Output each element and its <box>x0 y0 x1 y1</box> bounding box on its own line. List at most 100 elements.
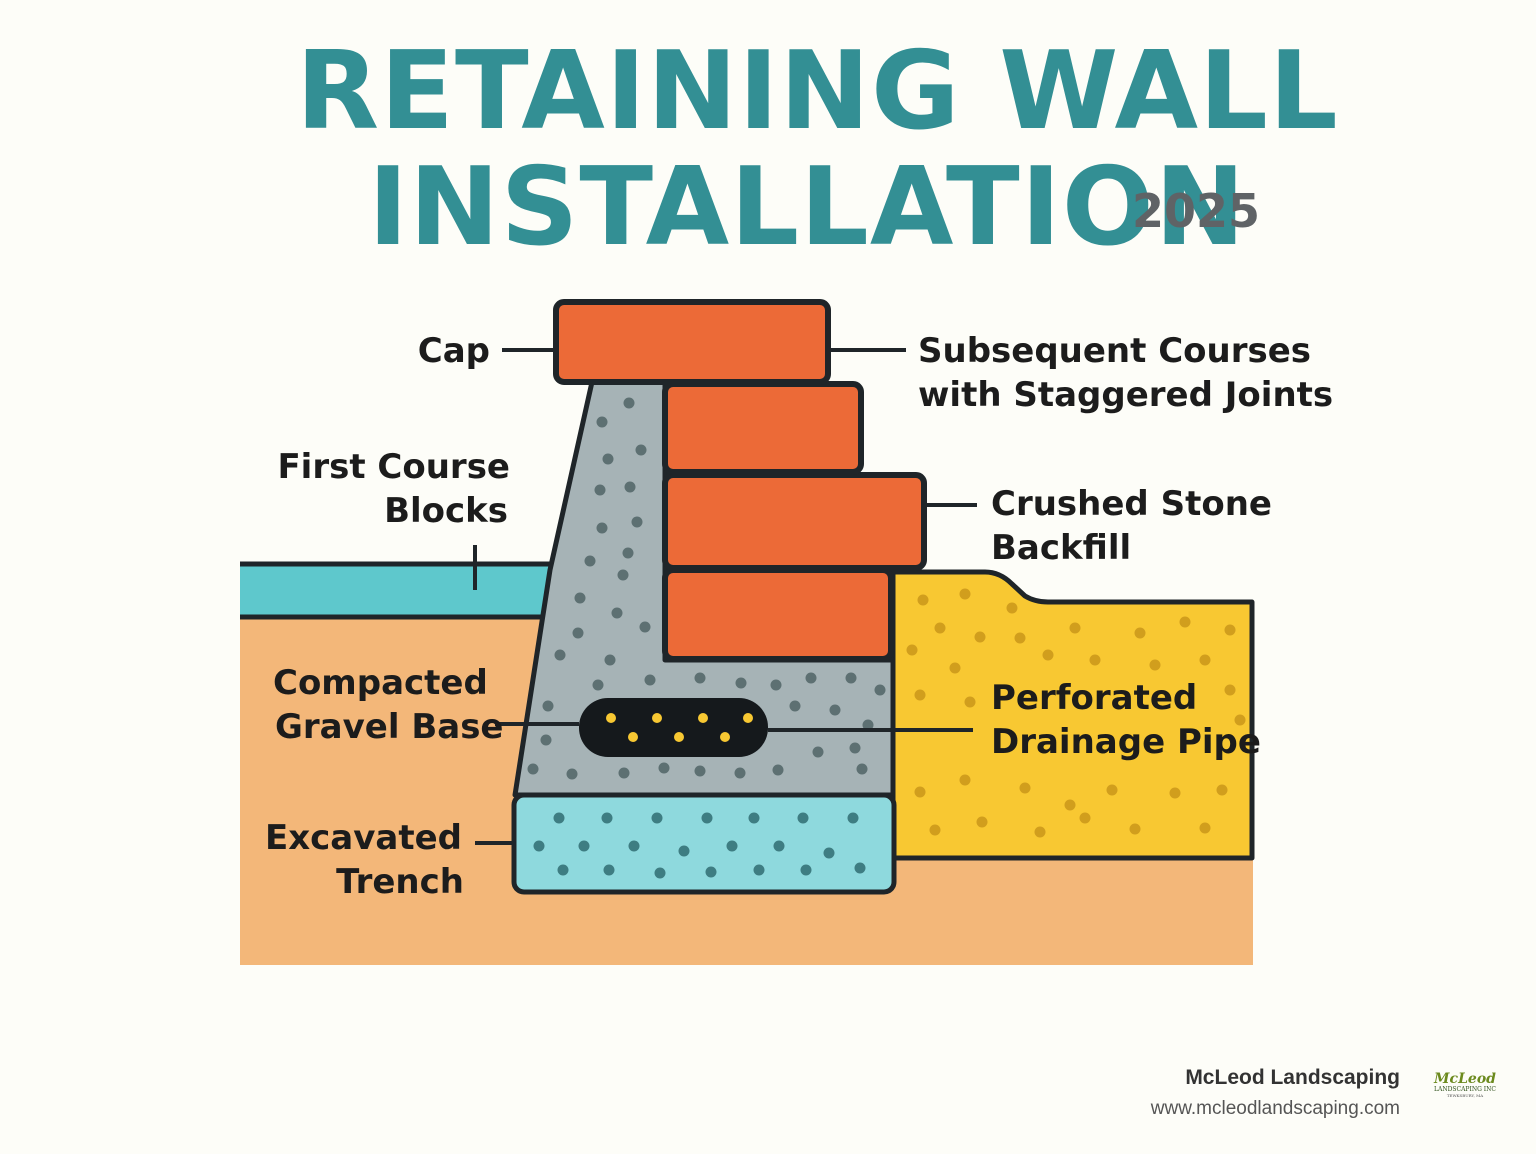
texture-dot <box>906 644 918 656</box>
label-subsequent-2: with Staggered Joints <box>918 375 1333 415</box>
texture-dot <box>1069 622 1081 634</box>
texture-dot <box>566 768 578 780</box>
company-logo: McLeod LANDSCAPING INC TEWKSBURY, MA <box>1430 1072 1500 1102</box>
block-course-3 <box>662 381 864 475</box>
texture-dot <box>1169 787 1181 799</box>
label-excavated-1: Excavated <box>265 818 462 858</box>
block-course-2 <box>662 472 927 571</box>
texture-dot <box>596 416 608 428</box>
texture-dot <box>800 864 812 876</box>
title-line-2: INSTALLATION <box>368 145 1247 270</box>
footer-url[interactable]: www.mcleodlandscaping.com <box>1150 1098 1400 1119</box>
texture-dot <box>845 672 857 684</box>
texture-dot <box>705 866 717 878</box>
label-compacted-1: Compacted <box>273 663 488 703</box>
texture-dot <box>1034 826 1046 838</box>
texture-dot <box>574 592 586 604</box>
texture-dot <box>773 840 785 852</box>
texture-dot <box>1216 784 1228 796</box>
texture-dot <box>542 700 554 712</box>
texture-dot <box>618 767 630 779</box>
gravel-dots <box>527 397 886 780</box>
texture-dot <box>596 522 608 534</box>
texture-dot <box>1014 632 1026 644</box>
trench-dots <box>533 812 866 879</box>
texture-dot <box>874 684 886 696</box>
texture-dot <box>1199 822 1211 834</box>
label-excavated-2: Trench <box>336 862 464 902</box>
texture-dot <box>624 481 636 493</box>
texture-dot <box>611 607 623 619</box>
texture-dot <box>974 631 986 643</box>
texture-dot <box>617 569 629 581</box>
texture-dot <box>527 763 539 775</box>
texture-dot <box>584 555 596 567</box>
title-line-1: RETAINING WALL <box>296 29 1339 154</box>
texture-dot <box>797 812 809 824</box>
texture-dot <box>1079 812 1091 824</box>
texture-dot <box>678 845 690 857</box>
texture-dot <box>862 719 874 731</box>
texture-dot <box>533 840 545 852</box>
texture-dot <box>644 674 656 686</box>
logo-tagline: TEWKSBURY, MA <box>1446 1093 1484 1098</box>
texture-dot <box>701 812 713 824</box>
label-crushed-stone-2: Backfill <box>991 528 1131 568</box>
texture-dot <box>847 812 859 824</box>
texture-dot <box>540 734 552 746</box>
texture-dot <box>772 764 784 776</box>
label-cap: Cap <box>418 331 490 371</box>
texture-dot <box>1234 714 1246 726</box>
texture-dot <box>748 812 760 824</box>
cap-block <box>553 299 831 385</box>
backfill-dots <box>906 588 1246 838</box>
texture-dot <box>639 621 651 633</box>
label-subsequent-1: Subsequent Courses <box>918 331 1311 371</box>
texture-dot <box>959 774 971 786</box>
texture-dot <box>651 812 663 824</box>
texture-dot <box>604 654 616 666</box>
texture-dot <box>849 742 861 754</box>
texture-dot <box>1006 602 1018 614</box>
texture-dot <box>658 762 670 774</box>
label-compacted-2: Gravel Base <box>275 707 504 747</box>
left-ground-surface <box>240 564 560 618</box>
block-course-1 <box>662 567 894 662</box>
texture-dot <box>914 786 926 798</box>
drainage-pipe <box>579 698 768 757</box>
texture-dot <box>856 763 868 775</box>
texture-dot <box>1134 627 1146 639</box>
texture-dot <box>1064 799 1076 811</box>
crushed-stone-backfill <box>890 569 1255 861</box>
texture-dot <box>1224 624 1236 636</box>
texture-dot <box>622 547 634 559</box>
texture-dot <box>789 700 801 712</box>
texture-dot <box>572 627 584 639</box>
texture-dot <box>917 594 929 606</box>
texture-dot <box>694 765 706 777</box>
texture-dot <box>631 516 643 528</box>
texture-dot <box>805 672 817 684</box>
texture-dot <box>726 840 738 852</box>
texture-dot <box>829 704 841 716</box>
footer-company-name: McLeod Landscaping <box>1185 1066 1400 1089</box>
texture-dot <box>557 864 569 876</box>
texture-dot <box>823 847 835 859</box>
texture-dot <box>914 689 926 701</box>
texture-dot <box>929 824 941 836</box>
texture-dot <box>554 649 566 661</box>
texture-dot <box>854 862 866 874</box>
texture-dot <box>1042 649 1054 661</box>
texture-dot <box>602 453 614 465</box>
texture-dot <box>553 812 565 824</box>
texture-dot <box>1179 616 1191 628</box>
logo-name: McLeod <box>1434 1071 1496 1087</box>
texture-dot <box>623 397 635 409</box>
texture-dot <box>1224 684 1236 696</box>
texture-dot <box>592 679 604 691</box>
texture-dot <box>1199 654 1211 666</box>
texture-dot <box>934 622 946 634</box>
texture-dot <box>635 444 647 456</box>
texture-dot <box>1149 659 1161 671</box>
